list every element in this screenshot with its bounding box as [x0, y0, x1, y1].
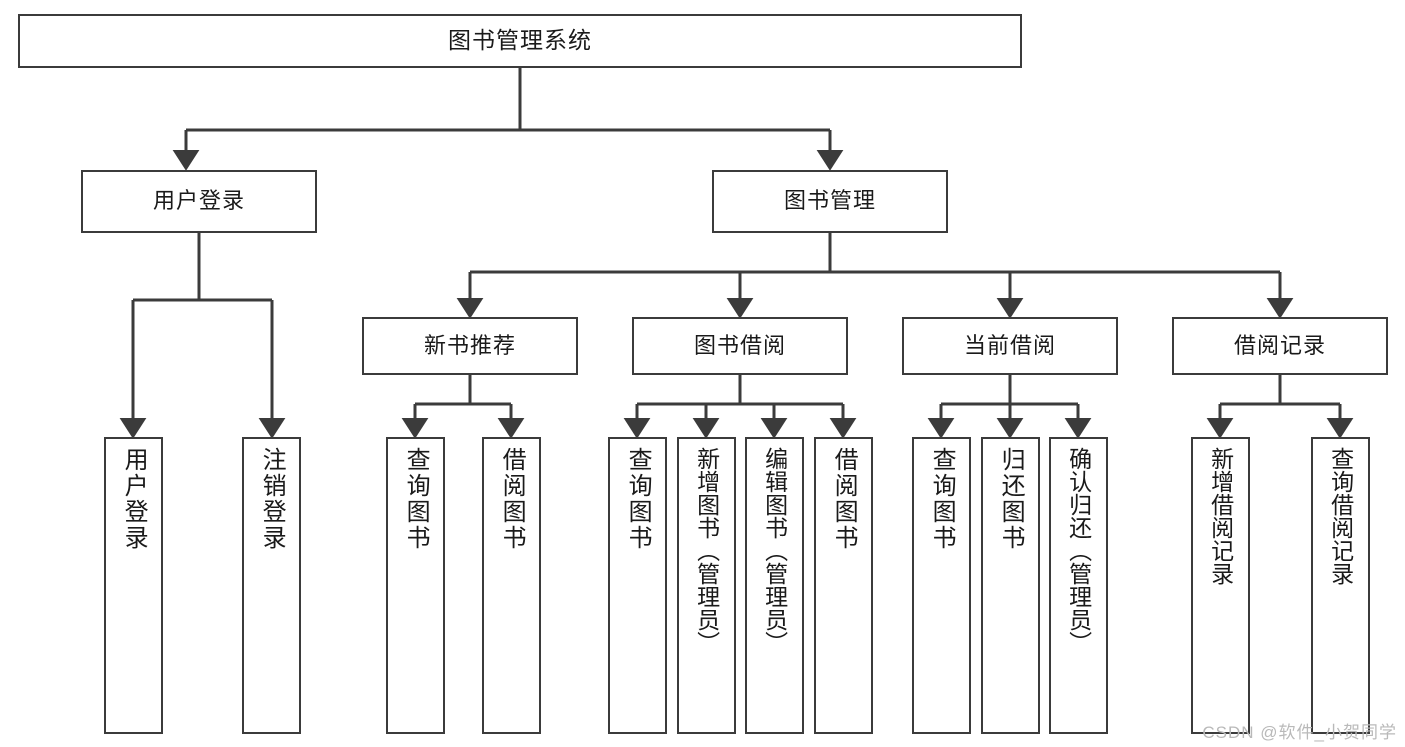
- leaf-current-return-book-label: 归还图书: [997, 447, 1025, 551]
- node-root-system[interactable]: 图书管理系统: [18, 14, 1022, 68]
- leaf-current-return-book[interactable]: 归还图书: [981, 437, 1040, 734]
- node-book-management-label: 图书管理: [783, 188, 876, 214]
- node-borrow-records[interactable]: 借阅记录: [1172, 317, 1388, 375]
- node-new-book-recommend-label: 新书推荐: [423, 332, 516, 358]
- leaf-records-add-record-label: 新增借阅记录: [1207, 447, 1234, 585]
- leaf-user-login-signin-label: 用户登录: [120, 447, 148, 551]
- node-user-login[interactable]: 用户登录: [81, 170, 317, 233]
- leaf-recommend-query-book[interactable]: 查询图书: [386, 437, 445, 734]
- node-book-management[interactable]: 图书管理: [712, 170, 948, 233]
- leaf-current-confirm-return-admin-label: 确认归还（管理员）: [1065, 447, 1092, 654]
- leaf-current-confirm-return-admin[interactable]: 确认归还（管理员）: [1049, 437, 1108, 734]
- leaf-borrow-edit-book-admin[interactable]: 编辑图书（管理员）: [745, 437, 804, 734]
- leaf-records-query-record-label: 查询借阅记录: [1327, 447, 1354, 585]
- leaf-recommend-borrow-book-label: 借阅图书: [498, 447, 526, 551]
- leaf-user-login-signout[interactable]: 注销登录: [242, 437, 301, 734]
- leaf-borrow-add-book-admin-label: 新增图书（管理员）: [693, 447, 720, 654]
- leaf-records-query-record[interactable]: 查询借阅记录: [1311, 437, 1370, 734]
- node-new-book-recommend[interactable]: 新书推荐: [362, 317, 578, 375]
- leaf-borrow-add-book-admin[interactable]: 新增图书（管理员）: [677, 437, 736, 734]
- leaf-borrow-query-book[interactable]: 查询图书: [608, 437, 667, 734]
- leaf-recommend-borrow-book[interactable]: 借阅图书: [482, 437, 541, 734]
- leaf-current-query-book[interactable]: 查询图书: [912, 437, 971, 734]
- node-current-borrow-label: 当前借阅: [963, 332, 1056, 358]
- leaf-borrow-query-book-label: 查询图书: [624, 447, 652, 551]
- leaf-recommend-query-book-label: 查询图书: [402, 447, 430, 551]
- node-user-login-label: 用户登录: [152, 188, 245, 214]
- node-book-borrow[interactable]: 图书借阅: [632, 317, 848, 375]
- leaf-borrow-edit-book-admin-label: 编辑图书（管理员）: [761, 447, 788, 654]
- leaf-borrow-borrow-book[interactable]: 借阅图书: [814, 437, 873, 734]
- node-current-borrow[interactable]: 当前借阅: [902, 317, 1118, 375]
- leaf-records-add-record[interactable]: 新增借阅记录: [1191, 437, 1250, 734]
- node-root-system-label: 图书管理系统: [448, 27, 592, 54]
- node-borrow-records-label: 借阅记录: [1233, 332, 1326, 358]
- leaf-borrow-borrow-book-label: 借阅图书: [830, 447, 858, 551]
- leaf-current-query-book-label: 查询图书: [928, 447, 956, 551]
- leaf-user-login-signin[interactable]: 用户登录: [104, 437, 163, 734]
- node-book-borrow-label: 图书借阅: [693, 332, 786, 358]
- leaf-user-login-signout-label: 注销登录: [258, 447, 286, 551]
